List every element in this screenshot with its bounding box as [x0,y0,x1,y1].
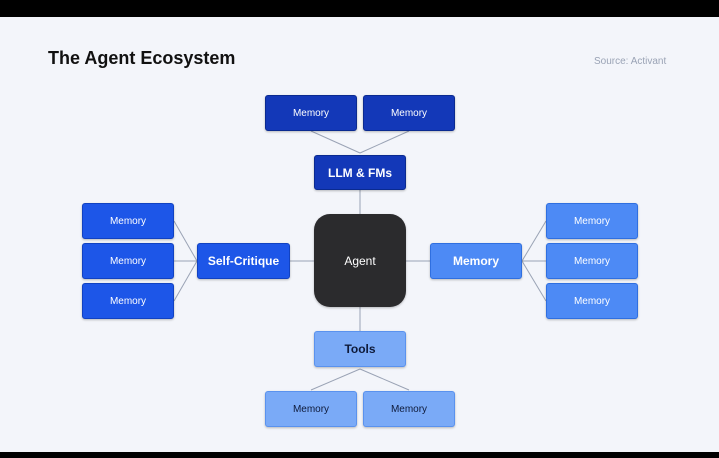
bottom-memory-box-1: Memory [265,391,357,427]
page-title: The Agent Ecosystem [48,48,236,68]
left-memory-box-2: Memory [82,243,174,279]
right-memory-hub-box: Memory [430,243,522,279]
right-memory-box-3: Memory [546,283,638,319]
bottom-black-bar [0,452,719,458]
agent-node: Agent [314,214,406,307]
left-memory-box-1: Memory [82,203,174,239]
top-memory-box-2: Memory [363,95,455,131]
self-critique-box: Self-Critique [197,243,290,279]
right-memory-box-1: Memory [546,203,638,239]
source-note: Source: Activant [594,56,667,67]
right-memory-box-2: Memory [546,243,638,279]
bottom-memory-box-2: Memory [363,391,455,427]
left-memory-box-3: Memory [82,283,174,319]
top-memory-box-1: Memory [265,95,357,131]
top-black-bar [0,0,719,17]
tools-box: Tools [314,331,406,367]
llm-fms-box: LLM & FMs [314,155,406,190]
